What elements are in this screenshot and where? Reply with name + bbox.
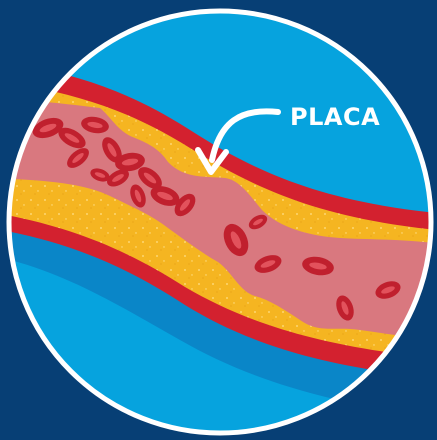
plaque-label: PLACA (290, 103, 380, 131)
